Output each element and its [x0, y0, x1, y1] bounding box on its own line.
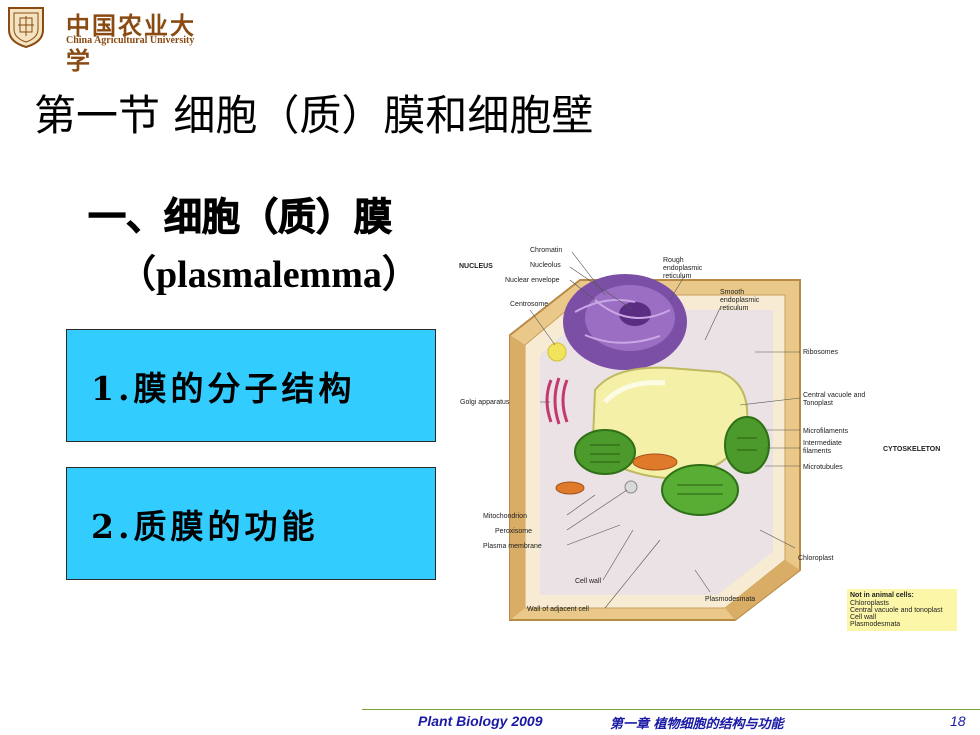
topic-box-membrane-function[interactable]: 2.质膜的功能 [66, 467, 436, 580]
label-peroxisome: Peroxisome [495, 528, 532, 535]
label-intermediate-2: filaments [803, 448, 832, 455]
note-item: Cell wall [850, 614, 877, 621]
label-nucleolus: Nucleolus [530, 262, 561, 269]
label-cytoskeleton: CYTOSKELETON [883, 446, 940, 453]
label-microtubules: Microtubules [803, 464, 843, 471]
label-chromatin: Chromatin [530, 247, 562, 254]
section-heading: 一、细胞（质）膜 [87, 195, 393, 240]
label-adjacent-wall: Wall of adjacent cell [527, 606, 589, 613]
label-rough-er-3: reticulum [663, 273, 692, 280]
university-seal-icon [8, 7, 44, 48]
label-nuclear-envelope: Nuclear envelope [505, 277, 560, 284]
label-ribosomes: Ribosomes [803, 349, 839, 356]
footer-rule [362, 709, 980, 710]
section-heading-en: （plasmalemma） [118, 254, 420, 296]
label-intermediate: Intermediate [803, 440, 842, 447]
note-item: Chloroplasts [850, 600, 889, 607]
peroxisome-shape [624, 480, 638, 494]
label-microfilaments: Microfilaments [803, 428, 849, 435]
university-name-cn: 中国农业大学 [66, 11, 196, 75]
topic-label: 1.膜的分子结构 [91, 368, 356, 408]
footer-source: Plant Biology 2009 [418, 713, 543, 729]
label-golgi: Golgi apparatus [460, 399, 510, 406]
note-item: Plasmodesmata [850, 621, 900, 628]
note-title: Not in animal cells: [850, 592, 914, 599]
label-centrosome: Centrosome [510, 301, 548, 308]
label-chloroplast: Chloroplast [798, 555, 833, 562]
footer-chapter: 第一章 植物细胞的结构与功能 [610, 717, 784, 732]
label-vacuole: Central vacuole and [803, 392, 865, 399]
label-mitochondrion: Mitochondrion [483, 513, 527, 520]
golgi-shape [545, 377, 569, 425]
label-smooth-er-2: endoplasmic [720, 297, 760, 304]
label-smooth-er-3: reticulum [720, 305, 749, 312]
nucleus-shape [563, 274, 687, 370]
centrosome-shape [547, 342, 567, 362]
topic-box-molecular-structure[interactable]: 1.膜的分子结构 [66, 329, 436, 442]
chloroplast-shapes [574, 416, 770, 516]
label-rough-er-2: endoplasmic [663, 265, 703, 272]
label-plasma-membrane: Plasma membrane [483, 543, 542, 550]
label-vacuole-2: Tonoplast [803, 400, 833, 407]
mitochondrion-shapes [555, 453, 678, 495]
note-item: Central vacuole and tonoplast [850, 607, 943, 614]
page-number: 18 [950, 713, 966, 729]
label-cell-wall: Cell wall [575, 578, 602, 585]
label-plasmodesmata: Plasmodesmata [705, 596, 755, 603]
university-logo: 中国农业大学 China Agricultural University [6, 4, 196, 75]
note-box: Not in animal cells: Chloroplasts Centra… [847, 589, 957, 631]
topic-label: 2.质膜的功能 [91, 506, 319, 546]
plant-cell-diagram: NUCLEUS Chromatin Nucleolus Nuclear enve… [459, 247, 957, 631]
label-rough-er: Rough [663, 257, 684, 264]
page-title: 第一节 细胞（质）膜和细胞壁 [34, 91, 594, 140]
university-name-en: China Agricultural University [66, 35, 195, 46]
label-smooth-er: Smooth [720, 289, 744, 296]
label-nucleus: NUCLEUS [459, 263, 493, 270]
